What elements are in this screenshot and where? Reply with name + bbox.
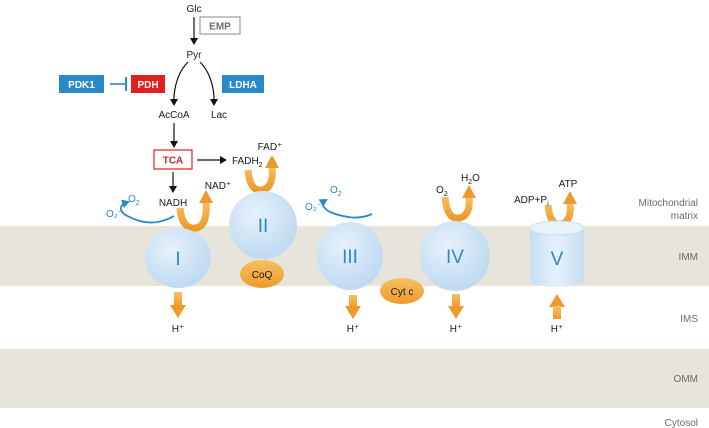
tca-box bbox=[153, 149, 193, 170]
label-adp-pi: ADP+Pi bbox=[514, 195, 549, 208]
pdh-box bbox=[131, 75, 165, 93]
label-proton-c1: H⁺ bbox=[172, 324, 185, 335]
label-superoxide-c1: O₂⁻ bbox=[106, 209, 123, 220]
zone-ims: IMS bbox=[680, 314, 698, 325]
label-superoxide-c3: O₂⁻ bbox=[305, 202, 322, 213]
label-proton-c5: H⁺ bbox=[551, 324, 564, 335]
blue-ros-arrow-c3 bbox=[318, 198, 373, 219]
label-complex-i: I bbox=[175, 249, 180, 270]
zone-imm: IMM bbox=[679, 252, 698, 263]
proton-arrow-c3 bbox=[345, 295, 361, 319]
omm-band bbox=[0, 349, 709, 408]
label-o2-c1: O2 bbox=[128, 194, 140, 207]
label-atp: ATP bbox=[559, 179, 578, 190]
label-pyr: Pyr bbox=[187, 50, 203, 61]
label-lac: Lac bbox=[211, 110, 227, 121]
label-complex-iv: IV bbox=[446, 247, 464, 268]
zone-matrix-line1: Mitochondrial bbox=[639, 198, 698, 209]
complex-v-top bbox=[529, 220, 585, 236]
orange-arrow-c1 bbox=[176, 199, 210, 232]
complex-iii bbox=[317, 222, 383, 290]
pdk1-box bbox=[59, 75, 104, 93]
label-nad: NAD⁺ bbox=[205, 181, 231, 192]
proton-arrow-c1 bbox=[170, 292, 186, 318]
zone-omm: OMM bbox=[674, 374, 698, 385]
label-glc: Glc bbox=[187, 4, 202, 15]
orange-arrow-c4 bbox=[441, 195, 473, 222]
label-fad: FAD⁺ bbox=[258, 142, 283, 153]
complex-iv bbox=[420, 221, 490, 291]
label-nadh: NADH bbox=[159, 198, 187, 209]
label-o2-c4: O2 bbox=[436, 185, 448, 198]
orange-arrowhead-c4 bbox=[462, 185, 476, 198]
orange-arrowhead-c1 bbox=[199, 190, 213, 203]
label-ldha: LDHA bbox=[229, 80, 257, 91]
label-emp: EMP bbox=[209, 22, 231, 33]
orange-arrowhead-c5 bbox=[563, 191, 577, 204]
orange-arrowhead-c2 bbox=[265, 155, 279, 168]
label-pdk1: PDK1 bbox=[68, 80, 95, 91]
complex-ii bbox=[229, 191, 297, 259]
label-tca: TCA bbox=[163, 156, 184, 167]
label-pdh: PDH bbox=[137, 80, 158, 91]
label-cytc: Cyt c bbox=[391, 287, 414, 298]
label-proton-c4: H⁺ bbox=[450, 324, 463, 335]
proton-arrow-c4 bbox=[448, 294, 464, 319]
proton-arrow-c5 bbox=[549, 294, 565, 319]
label-coq: CoQ bbox=[252, 270, 273, 281]
coq-ellipse bbox=[240, 260, 284, 288]
orange-arrow-c2 bbox=[244, 165, 276, 194]
label-acoa: AcCoA bbox=[158, 110, 189, 121]
label-fadh2: FADH2 bbox=[232, 156, 263, 169]
zone-cytosol: Cytosol bbox=[665, 418, 698, 428]
label-complex-iii: III bbox=[342, 247, 358, 268]
arrow-pyr-acoa bbox=[170, 61, 189, 106]
ldha-box bbox=[222, 75, 264, 93]
complex-v bbox=[530, 228, 584, 287]
cytc-ellipse bbox=[380, 278, 424, 304]
zone-matrix-line2: matrix bbox=[671, 211, 698, 222]
blue-ros-arrow-c1 bbox=[119, 199, 175, 224]
label-o2-c3: O2 bbox=[330, 185, 342, 198]
label-complex-v: V bbox=[551, 249, 564, 270]
label-h2o: H2O bbox=[461, 173, 480, 186]
complex-i bbox=[145, 228, 211, 288]
arrow-pyr-lac bbox=[199, 61, 218, 106]
label-complex-ii: II bbox=[258, 216, 269, 237]
label-proton-c3: H⁺ bbox=[347, 324, 360, 335]
emp-box bbox=[199, 16, 241, 35]
